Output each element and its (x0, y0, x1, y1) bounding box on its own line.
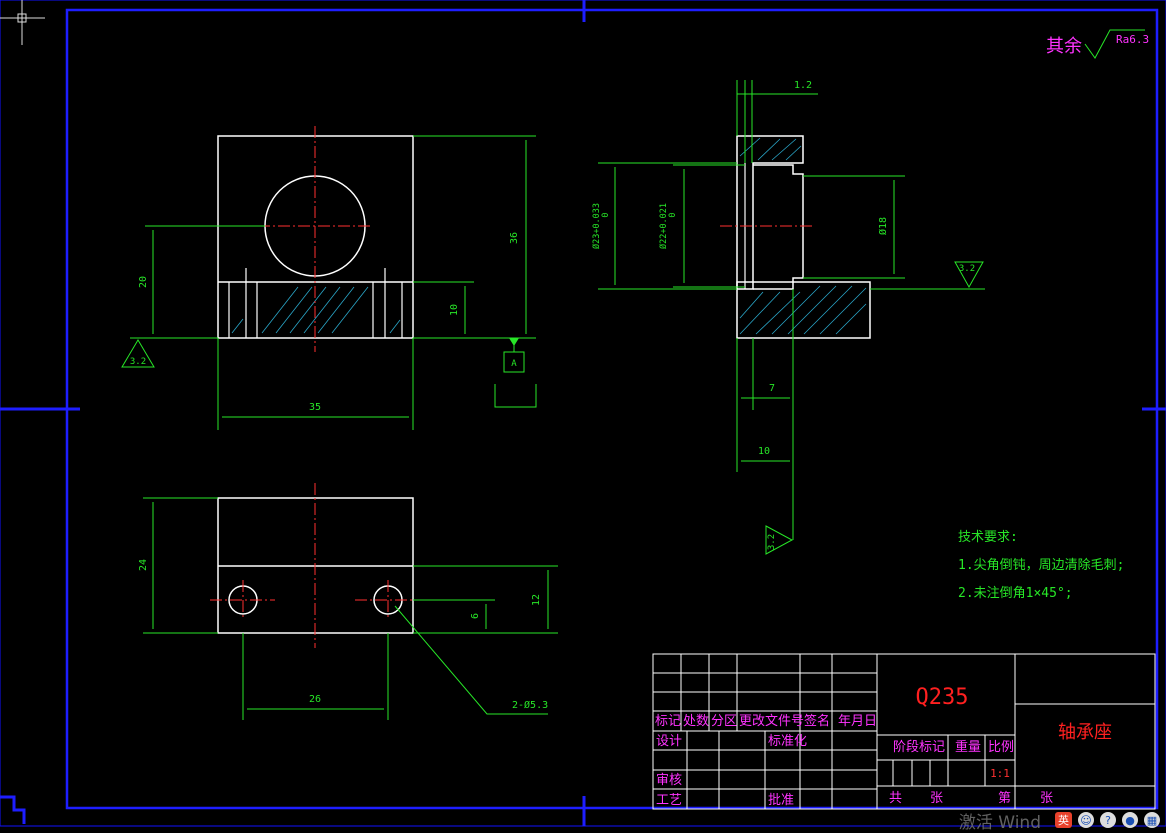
top-dim-6: 6 (470, 613, 481, 619)
front-dim-35: 35 (309, 402, 321, 413)
roughness-front: 3.2 (130, 357, 146, 367)
tb-sheets-2: 张 (1040, 791, 1053, 806)
help-icon[interactable]: ? (1100, 812, 1116, 828)
side-dim-1-2: 1.2 (794, 80, 812, 91)
side-dim-d18: Ø18 (877, 217, 889, 235)
inner-frame (65, 8, 1159, 810)
general-roughness-note: 其余 Ra6.3 (1046, 29, 1149, 59)
front-view (217, 126, 414, 352)
top-dim-26: 26 (309, 694, 321, 705)
side-dim-10: 10 (758, 446, 770, 457)
tb-stage-mark: 阶段标记 (893, 740, 945, 755)
tb-material: Q235 (916, 685, 969, 710)
side-dim-d23-lower: 0 (601, 212, 611, 217)
tb-scale-label: 比例 (988, 740, 1014, 755)
tech-req-item-2: 2.未注倒角1×45°; (958, 586, 1073, 601)
tb-sheets: 张 (930, 791, 943, 806)
side-view (720, 135, 871, 339)
datum-label: A (511, 359, 517, 369)
tech-req-item-1: 1.尖角倒钝，周边清除毛刺; (958, 558, 1124, 573)
tb-design: 设计 (656, 734, 682, 749)
roughness-side: 3.2 (959, 264, 975, 274)
front-view-dimensions (121, 135, 537, 430)
tb-header-change-doc: 更改文件号 (739, 714, 804, 729)
microphone-icon[interactable]: ● (1122, 812, 1138, 828)
side-view-dimensions (598, 80, 985, 555)
title-block-text: 标记 处数 分区 更改文件号 签名 年月日 设计 标准化 审核 工艺 批准 阶段… (655, 713, 1053, 808)
tb-scale-value: 1:1 (990, 767, 1010, 780)
front-dim-36: 36 (509, 232, 520, 244)
tb-review: 审核 (656, 773, 682, 788)
front-dim-20: 20 (138, 276, 149, 288)
front-dim-10: 10 (449, 304, 460, 316)
side-dim-d22-lower: 0 (668, 212, 678, 217)
hole-callout: 2-Ø5.3 (512, 699, 548, 711)
tb-sheet-no: 第 (998, 791, 1011, 806)
tb-weight: 重量 (955, 739, 981, 755)
tb-header-sign: 签名 (804, 713, 830, 729)
tb-approve: 批准 (768, 793, 794, 808)
tb-standardize: 标准化 (768, 734, 807, 749)
keyboard-icon[interactable]: ▦ (1144, 812, 1160, 828)
tb-header-mark: 标记 (655, 714, 681, 729)
tb-header-count: 处数 (683, 714, 709, 729)
top-view (210, 483, 420, 648)
title-block (652, 653, 1156, 810)
side-dim-d22: Ø22+0.021 (658, 203, 669, 249)
top-dim-12: 12 (531, 594, 542, 606)
datum-a-triangle (509, 338, 519, 346)
tb-part-name: 轴承座 (1058, 722, 1112, 743)
tb-process: 工艺 (656, 793, 682, 808)
tb-header-date: 年月日 (838, 714, 877, 729)
side-dim-d23: Ø23+0.033 (591, 203, 602, 249)
ime-indicator[interactable]: 英 (1055, 812, 1072, 828)
tb-header-zone: 分区 (711, 714, 737, 729)
side-dim-7: 7 (769, 383, 775, 394)
top-view-dimensions (143, 497, 558, 720)
tech-req-heading: 技术要求: (958, 530, 1018, 545)
roughness-bottom: 3.2 (767, 534, 777, 550)
corner-tick (0, 795, 26, 824)
tb-total: 共 (889, 791, 902, 806)
general-roughness-label: 其余 (1046, 36, 1082, 57)
activation-watermark: 激活 Wind (958, 812, 1041, 833)
top-dim-24: 24 (138, 559, 149, 571)
emoji-icon[interactable]: ☺ (1078, 812, 1094, 828)
system-tray: 激活 Wind 英 ☺ ? ● ▦ (920, 809, 1166, 833)
ucs-crosshair-icon (0, 0, 45, 45)
technical-requirements: 技术要求: 1.尖角倒钝，周边清除毛刺; 2.未注倒角1×45°; (958, 530, 1124, 601)
general-roughness-value: Ra6.3 (1116, 33, 1149, 46)
